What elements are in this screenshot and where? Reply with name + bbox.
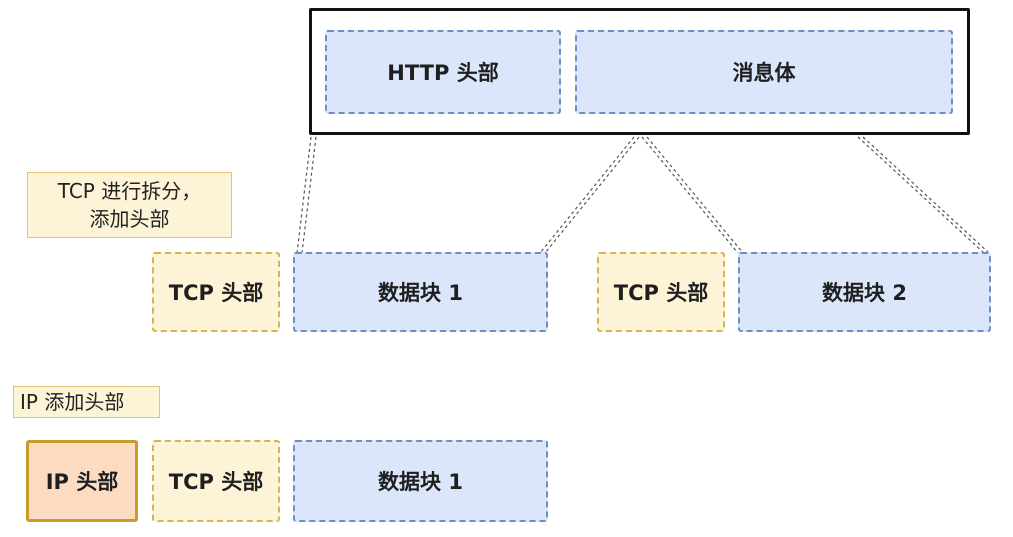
connector-right-a <box>857 136 985 254</box>
tcp-split-note-text: TCP 进行拆分， 添加头部 <box>57 179 202 231</box>
connector-mid-left-a <box>539 136 635 254</box>
data-block-2: 数据块 2 <box>738 252 991 332</box>
tcp-header-block-2: TCP 头部 <box>597 252 725 332</box>
http-body-block: 消息体 <box>575 30 953 114</box>
ip-header-block: IP 头部 <box>26 440 138 522</box>
connector-mid-right-a <box>641 136 739 254</box>
data-block-3: 数据块 1 <box>293 440 548 522</box>
connector-mid-right-b <box>646 136 744 254</box>
tcp-header-block-3: TCP 头部 <box>152 440 280 522</box>
tcp-header-block-1: TCP 头部 <box>152 252 280 332</box>
connector-left-b <box>301 136 317 254</box>
ip-note: IP 添加头部 <box>13 386 160 418</box>
tcp-split-note: TCP 进行拆分， 添加头部 <box>27 172 232 238</box>
connector-left-a <box>296 136 312 254</box>
http-header-block: HTTP 头部 <box>325 30 561 114</box>
data-block-1: 数据块 1 <box>293 252 548 332</box>
connector-right-b <box>862 136 990 254</box>
connector-mid-left-b <box>544 136 640 254</box>
